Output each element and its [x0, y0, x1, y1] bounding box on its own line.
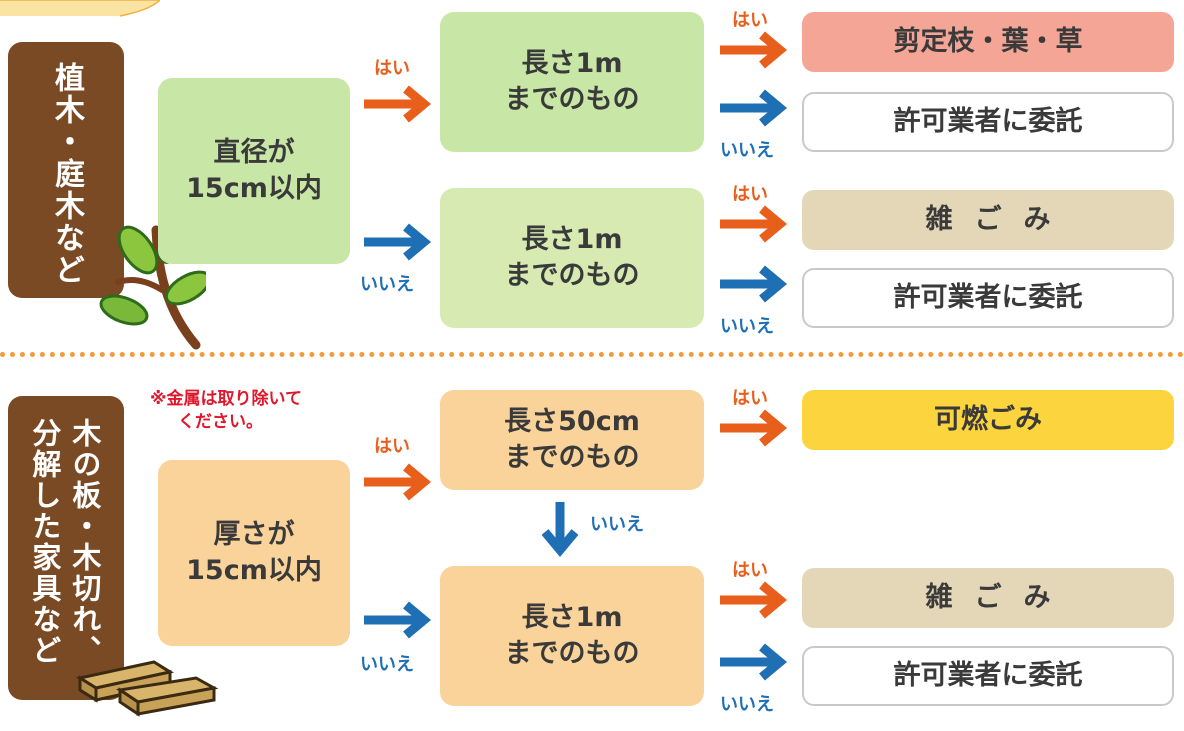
result-licensed-a: 許可業者に委託 [802, 92, 1174, 152]
condition-line: 15cm以内 [186, 555, 322, 586]
question-line: までのもの [504, 260, 640, 291]
question-line: 長さ1m [521, 223, 623, 255]
result-label: 雑ごみ [925, 203, 1073, 235]
no-label: いいえ [360, 654, 414, 675]
question-length-1m-b: 長さ1m までのもの [440, 188, 704, 328]
question-length-50cm: 長さ50cm までのもの [440, 390, 704, 490]
yes-arrow-icon [720, 205, 788, 243]
category-trees-label: 植木・庭木など [49, 62, 84, 286]
yes-arrow-icon [364, 463, 432, 501]
no-down-arrow-icon [541, 502, 579, 558]
no-label: いいえ [360, 274, 414, 295]
question-line: 長さ1m [521, 47, 623, 79]
result-label: 雑ごみ [925, 581, 1073, 613]
question-line: までのもの [504, 84, 640, 115]
result-label: 許可業者に委託 [893, 659, 1083, 691]
question-line: 長さ1m [521, 601, 623, 633]
condition-diameter: 直径が 15cm以内 [158, 78, 350, 264]
no-label: いいえ [590, 514, 644, 535]
question-length-1m-a: 長さ1m までのもの [440, 12, 704, 152]
yes-arrow-icon [720, 31, 788, 69]
section-divider [0, 352, 1184, 357]
metal-removal-note: ※金属は取り除いて ください。 [150, 388, 302, 434]
result-licensed-b: 許可業者に委託 [802, 268, 1174, 328]
yes-label: はい [732, 184, 768, 205]
yes-arrow-icon [720, 581, 788, 619]
note-line: ください。 [178, 411, 263, 432]
question-line: までのもの [504, 442, 640, 473]
wood-planks-icon [76, 660, 219, 717]
result-burnable: 可燃ごみ [802, 390, 1174, 450]
condition-thickness: 厚さが 15cm以内 [158, 460, 350, 646]
category-wood-label-1: 木の板・木切れ、 [67, 418, 102, 666]
no-arrow-icon [720, 265, 788, 303]
question-line: までのもの [504, 638, 640, 669]
condition-line: 直径が [213, 136, 295, 168]
note-line: ※金属は取り除いて [150, 389, 303, 409]
no-arrow-icon [720, 643, 788, 681]
yes-label: はい [374, 58, 410, 79]
result-label: 許可業者に委託 [893, 105, 1083, 137]
category-trees-panel: 植木・庭木など [8, 42, 124, 298]
condition-line: 15cm以内 [186, 173, 322, 204]
no-arrow-icon [720, 89, 788, 127]
question-length-1m-c: 長さ1m までのもの [440, 566, 704, 706]
yes-label: はい [732, 388, 768, 409]
corner-decoration [0, 0, 160, 17]
yes-arrow-icon [364, 85, 432, 123]
category-wood-panel: 木の板・木切れ、 分解した家具など [8, 396, 124, 700]
yes-label: はい [732, 10, 768, 31]
yes-arrow-icon [720, 409, 788, 447]
result-label: 許可業者に委託 [893, 281, 1083, 313]
no-arrow-icon [364, 223, 432, 261]
no-label: いいえ [720, 694, 774, 715]
no-arrow-icon [364, 601, 432, 639]
yes-label: はい [732, 560, 768, 581]
result-label: 可燃ごみ [934, 403, 1042, 435]
no-label: いいえ [720, 140, 774, 161]
yes-label: はい [374, 436, 410, 457]
condition-line: 厚さが [213, 518, 295, 550]
result-licensed-c: 許可業者に委託 [802, 646, 1174, 706]
no-label: いいえ [720, 316, 774, 337]
result-label: 剪定枝・葉・草 [893, 25, 1083, 57]
category-wood-label-2: 分解した家具など [27, 418, 62, 666]
question-line: 長さ50cm [504, 405, 640, 437]
result-misc-a: 雑ごみ [802, 190, 1174, 250]
result-pruning: 剪定枝・葉・草 [802, 12, 1174, 72]
result-misc-b: 雑ごみ [802, 568, 1174, 628]
